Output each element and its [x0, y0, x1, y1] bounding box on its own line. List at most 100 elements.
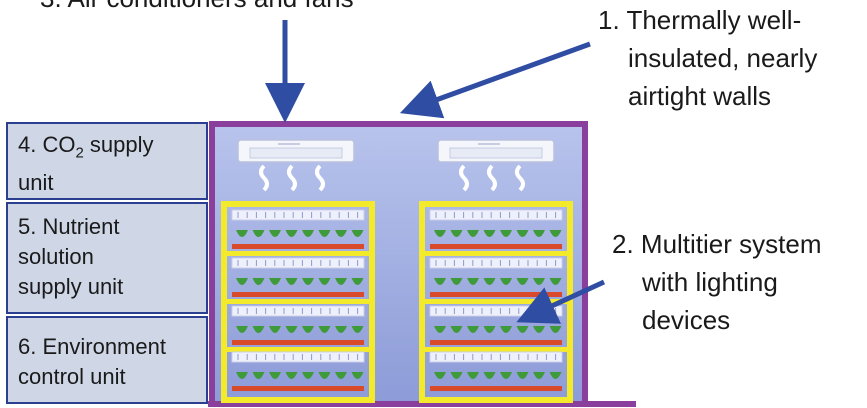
plant-icon [269, 278, 281, 285]
shelf-divider [224, 251, 372, 256]
lighting-strip [231, 209, 365, 221]
shelf-divider [224, 347, 372, 352]
plant-icon [335, 230, 347, 237]
plant-icon [434, 230, 446, 237]
shelf-divider [422, 251, 570, 256]
label-multitier-line2: with lighting [642, 267, 778, 297]
plant-icon [467, 230, 479, 237]
nutrient-supply-unit-box: 5. Nutrient solution supply unit [6, 202, 208, 314]
shelf-divider [422, 347, 570, 352]
plant-icon [302, 372, 314, 379]
plant-icon [516, 230, 529, 237]
plant-icon [269, 326, 281, 333]
plant-icon [500, 372, 512, 379]
plant-icon [500, 230, 512, 237]
label-multitier-line3: devices [642, 305, 731, 335]
plant-icon [285, 230, 298, 237]
plant-icon [318, 278, 331, 285]
shelf-tiers [224, 209, 570, 391]
label-walls-line3: airtight walls [628, 81, 772, 111]
plant-icon [533, 326, 545, 333]
plant-icon [549, 372, 562, 379]
air-conditioner-right [437, 139, 555, 192]
plant-icon [500, 326, 512, 333]
lighting-strip [429, 305, 563, 317]
plant-icon [236, 372, 248, 379]
plant-icon [516, 278, 529, 285]
plant-icon [533, 372, 545, 379]
environment-unit-line2: control unit [18, 364, 126, 389]
arrow-walls [399, 41, 591, 119]
plant-icon [252, 278, 265, 285]
plant-icon [483, 372, 496, 379]
plant-icon [516, 326, 529, 333]
shelf-divider [224, 299, 372, 304]
plant-icon [236, 230, 248, 237]
plant-icon [318, 372, 331, 379]
nutrient-unit-line3: supply unit [18, 274, 124, 299]
plant-icon [318, 230, 331, 237]
plant-icon [483, 230, 496, 237]
plant-icon [434, 326, 446, 333]
plant-icon [351, 326, 364, 333]
plant-icon [335, 278, 347, 285]
plant-icon [467, 278, 479, 285]
lighting-strip [429, 257, 563, 269]
cultivation-tray [232, 340, 364, 345]
plant-icon [252, 326, 265, 333]
lighting-strip [429, 209, 563, 221]
plant-icon [335, 326, 347, 333]
lighting-strip [231, 351, 365, 363]
plant-icon [285, 326, 298, 333]
co2-unit-line1: 4. CO2 supply [18, 132, 154, 162]
cultivation-tray [430, 340, 562, 345]
nutrient-unit-line1: 5. Nutrient [18, 214, 120, 239]
plant-icon [335, 372, 347, 379]
plant-icon [302, 230, 314, 237]
label-walls-line1: 1. Thermally well- [598, 5, 802, 35]
lighting-strip [429, 351, 563, 363]
plant-icon [483, 278, 496, 285]
plant-icon [285, 372, 298, 379]
lighting-strip [231, 305, 365, 317]
plant-icon [434, 278, 446, 285]
plant-icon [351, 372, 364, 379]
cultivation-tray [232, 244, 364, 249]
plant-icon [500, 278, 512, 285]
plant-icon [302, 326, 314, 333]
plant-icon [285, 278, 298, 285]
plant-icon [533, 230, 545, 237]
label-multitier-line1: 2. Multitier system [612, 229, 822, 259]
nutrient-unit-line2: solution [18, 244, 94, 269]
environment-control-unit-box: 6. Environment control unit [6, 316, 208, 404]
plant-icon [467, 326, 479, 333]
plant-icon [318, 326, 331, 333]
plant-icon [351, 230, 364, 237]
plant-icon [450, 230, 463, 237]
plant-icon [351, 278, 364, 285]
insulated-walls [209, 121, 588, 402]
plant-icon [236, 326, 248, 333]
shelf-divider [422, 299, 570, 304]
plant-icon [269, 230, 281, 237]
co2-supply-unit-box: 4. CO2 supply unit [6, 122, 208, 200]
plant-icon [549, 230, 562, 237]
plant-icon [533, 278, 545, 285]
plant-icon [269, 372, 281, 379]
plant-icon [516, 372, 529, 379]
label-air-conditioners: 3. Air conditioners and fans [40, 0, 354, 14]
cultivation-tray [430, 386, 562, 391]
plant-icon [434, 372, 446, 379]
plant-icon [302, 278, 314, 285]
label-walls-line2: insulated, nearly [628, 43, 818, 73]
cultivation-tray [430, 244, 562, 249]
environment-unit-line1: 6. Environment [18, 334, 166, 359]
plant-icon [450, 372, 463, 379]
plant-icon [252, 372, 265, 379]
arrow-multitier [516, 279, 606, 324]
plant-icon [467, 372, 479, 379]
plant-icon [549, 278, 562, 285]
cultivation-tray [232, 386, 364, 391]
